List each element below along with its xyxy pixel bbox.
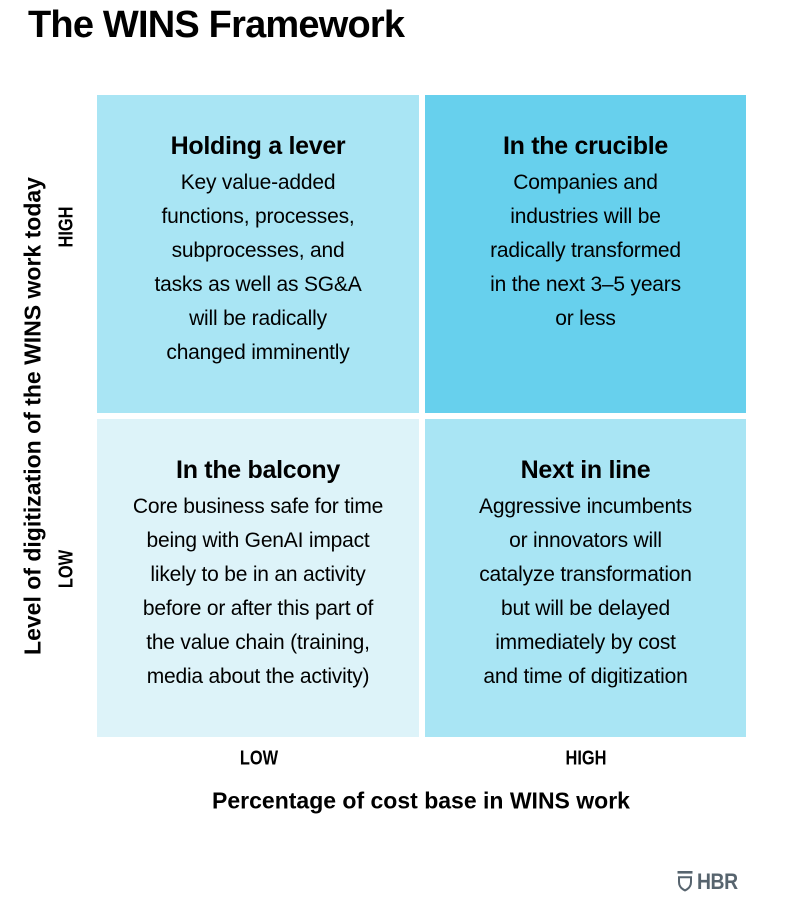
quadrant-body: Companies and industries will be radical… — [490, 171, 681, 330]
quadrant-heading: Holding a lever — [170, 132, 346, 160]
quadrant-bottom-right: Next in line Aggressive incumbents or in… — [425, 419, 746, 737]
x-axis-tick-high: HIGH — [565, 747, 607, 770]
hbr-shield-icon — [676, 870, 694, 894]
quadrant-heading: In the crucible — [503, 132, 668, 160]
x-axis-tick-low: LOW — [239, 747, 279, 770]
x-axis-label: Percentage of cost base in WINS work — [212, 787, 630, 814]
quadrant-bottom-left: In the balcony Core business safe for ti… — [97, 419, 419, 737]
quadrant-top-left: Holding a lever Key value-added function… — [97, 95, 419, 413]
quadrant-body: Key value-added functions, processes, su… — [154, 171, 362, 364]
y-axis-label: Level of digitization of the WINS work t… — [19, 177, 46, 655]
quadrant-body: Aggressive incumbents or innovators will… — [479, 495, 692, 688]
quadrant-body: Core business safe for time being with G… — [132, 495, 384, 688]
quadrant-heading: Next in line — [520, 456, 651, 484]
quadrant-heading: In the balcony — [176, 456, 340, 484]
hbr-logo: HBR — [676, 869, 743, 895]
quadrant-top-right: In the crucible Companies and industries… — [425, 95, 746, 413]
y-axis-tick-low: LOW — [55, 549, 78, 589]
y-axis-tick-high: HIGH — [55, 206, 78, 248]
hbr-logo-text: HBR — [697, 869, 738, 894]
page-title: The WINS Framework — [28, 4, 405, 46]
wins-matrix: Holding a lever Key value-added function… — [97, 95, 746, 737]
